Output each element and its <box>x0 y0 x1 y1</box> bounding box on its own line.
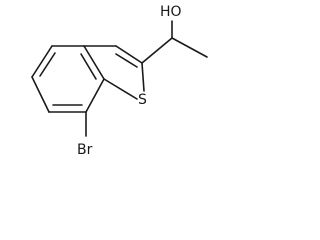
thiophene-ring <box>83 45 145 100</box>
benzene-ring <box>31 45 105 113</box>
bond-c4-c5 <box>31 45 53 78</box>
bond-c4-c5-inner <box>39 52 56 77</box>
bond-cq-methyl <box>171 37 208 58</box>
sulfur-label: S <box>138 92 147 108</box>
bromine-label: Br <box>77 142 93 158</box>
substituents <box>85 20 208 137</box>
bond-c2-cq <box>141 37 173 64</box>
bond-c7a-c3a-inner <box>80 53 97 80</box>
bond-c3-c2-inner <box>115 53 138 68</box>
bond-c5-c6 <box>31 76 50 113</box>
bond-c7-c7a <box>85 78 105 113</box>
chemical-structure: HO S Br <box>31 4 208 158</box>
hydroxyl-label: HO <box>160 4 182 20</box>
bond-c3-c2 <box>115 45 143 64</box>
bond-c2-s <box>141 62 145 92</box>
bond-c7a-c3a <box>83 45 105 80</box>
bond-s-c7a <box>103 78 138 100</box>
